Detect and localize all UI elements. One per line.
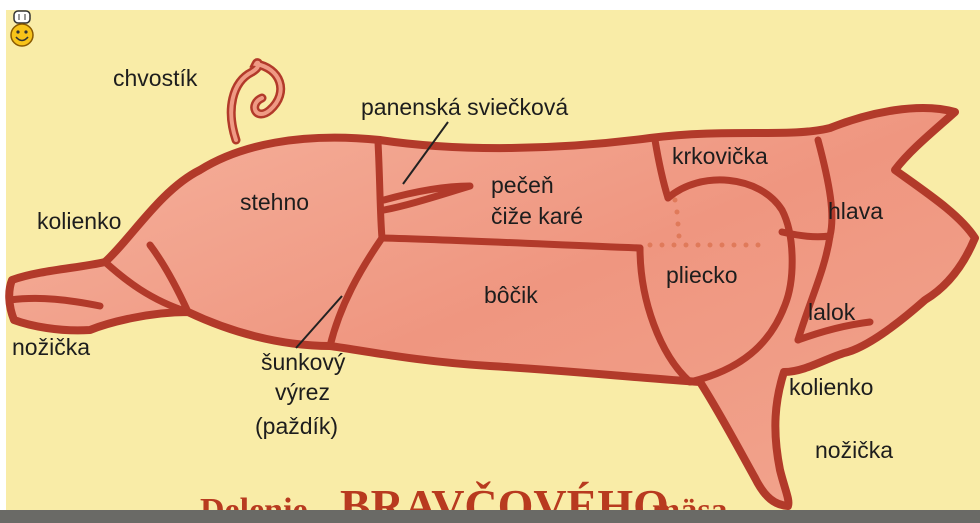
label-hlava: hlava (828, 198, 883, 224)
label-sunkovy: šunkový (261, 349, 346, 375)
label-chvostik: chvostík (113, 65, 198, 91)
label-pazdik: (paždík) (255, 413, 338, 439)
label-kolienko-left: kolienko (37, 208, 121, 234)
label-pliecko: pliecko (666, 262, 738, 288)
label-nozicka-left: nožička (12, 334, 90, 360)
label-vyrez: výrez (275, 379, 330, 405)
label-panenska-sviečkova: panenská sviečková (361, 94, 568, 120)
label-bocik: bôčik (484, 282, 538, 308)
label-krkovicka: krkovička (672, 143, 768, 169)
bottom-bar (0, 510, 980, 523)
label-nozicka-right: nožička (815, 437, 893, 463)
label-cize-kare: čiže karé (491, 203, 583, 229)
chef-smiley-icon (9, 10, 35, 48)
label-stehno: stehno (240, 189, 309, 215)
label-lalok: lalok (808, 299, 856, 325)
label-kolienko-right: kolienko (789, 374, 873, 400)
label-pecen: pečeň (491, 172, 554, 198)
